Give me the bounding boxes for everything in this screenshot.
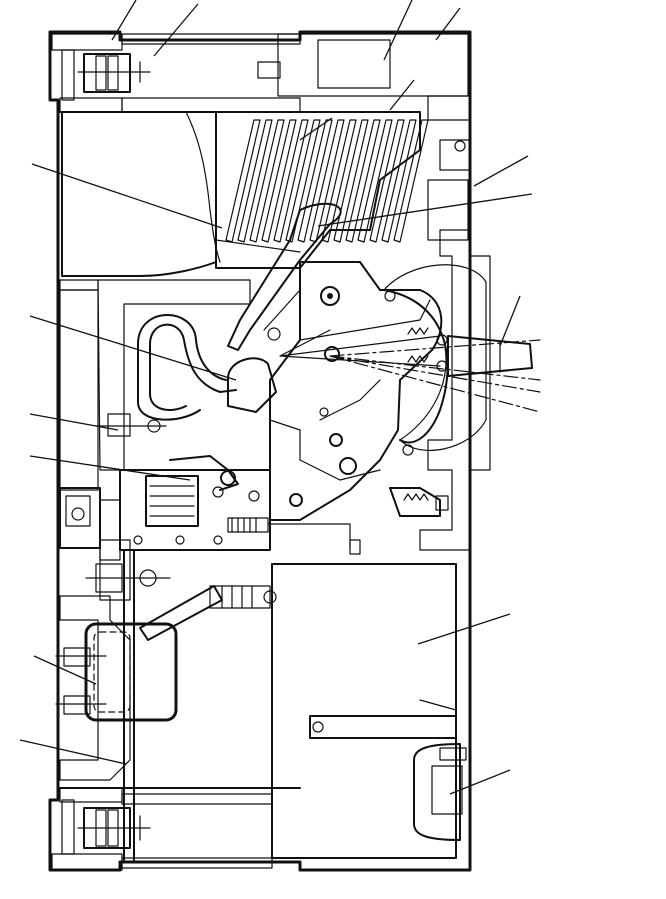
- arc-runner: [227, 202, 342, 351]
- left-wall-middle: [59, 487, 131, 781]
- leader-6: [473, 155, 529, 187]
- leader-17: [389, 79, 415, 111]
- leader-14: [417, 613, 511, 645]
- leader-lines: [19, 0, 533, 795]
- top-terminal-housing: [51, 33, 469, 113]
- arc-splitter-plate: [333, 119, 369, 243]
- arc-splitter-plate: [357, 119, 393, 243]
- arc-splitter-plate: [345, 119, 381, 243]
- right-spring-assembly: [389, 487, 449, 517]
- leader-1: [111, 0, 137, 41]
- arc-splitter-plate: [309, 119, 345, 243]
- middle-left-frame: [59, 279, 251, 491]
- right-housing-wall: [419, 95, 491, 551]
- arc-splitter-plate: [249, 119, 285, 243]
- bottom-grill: [413, 743, 467, 841]
- leader-4: [435, 7, 461, 41]
- leader-7: [317, 193, 533, 227]
- arc-splitter-plate: [393, 119, 429, 243]
- leader-13: [19, 739, 127, 765]
- arc-splitter-plate: [381, 119, 417, 243]
- leader-9: [29, 315, 237, 381]
- connecting-link: [139, 585, 277, 641]
- bottom-terminal-screw: [77, 807, 151, 849]
- leader-2: [153, 3, 199, 57]
- middle-screw-left: [85, 563, 171, 593]
- handle-hub: [383, 264, 487, 456]
- arc-splitter-plate: [297, 119, 333, 243]
- leader-5: [31, 163, 223, 229]
- top-terminal-screw: [77, 53, 151, 93]
- arc-splitter-plate: [369, 119, 405, 243]
- leader-8: [499, 295, 521, 347]
- bottom-terminal-housing: [51, 787, 273, 871]
- leader-12: [33, 655, 97, 685]
- thermal-element: [137, 314, 237, 421]
- leader-11: [29, 455, 191, 481]
- current-transformer: [55, 622, 178, 722]
- arc-splitter-plate: [321, 119, 357, 243]
- upper-chamber: [61, 111, 221, 277]
- operating-mechanism: [269, 261, 541, 521]
- leader-3: [383, 0, 413, 61]
- leader-16: [299, 117, 333, 141]
- arc-splitter-plate: [237, 119, 273, 243]
- accessory-chamber: [271, 563, 457, 859]
- arc-chute: [215, 111, 429, 269]
- left-screw-upper: [95, 413, 167, 437]
- magnetic-core: [227, 357, 277, 413]
- arc-splitter-plate: [225, 119, 261, 243]
- arc-splitter-plate: [261, 119, 297, 243]
- arc-splitter-plate: [273, 119, 309, 243]
- operating-handle: [447, 335, 533, 377]
- leader-10: [29, 413, 119, 431]
- leader-15: [449, 769, 511, 795]
